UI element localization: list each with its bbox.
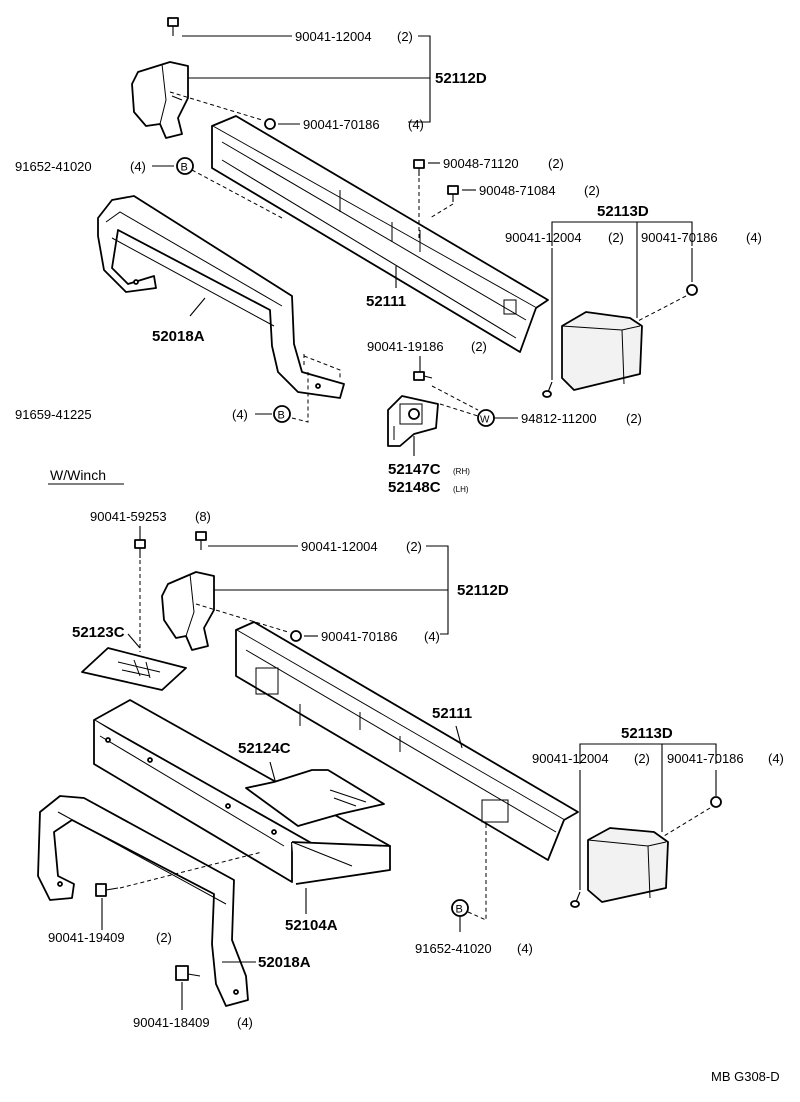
qty-91652-41020-lower: (4) (517, 941, 533, 956)
w-marker-letter: W (480, 415, 490, 426)
bolt-90048-71120-icon (413, 159, 425, 176)
reinforcement-52111-top (211, 115, 549, 353)
label-90041-12004-top: 90041-12004 (295, 29, 372, 44)
label-90041-19186: 90041-19186 (367, 339, 444, 354)
bolt-90041-59253-icon (134, 539, 146, 558)
qty-90041-12004-top: (2) (397, 29, 413, 44)
qty-90048-71120: (2) (548, 156, 564, 171)
bracket-52147C-52148C (387, 395, 439, 447)
qty-91652-41020-top: (4) (130, 159, 146, 174)
nut-90041-70186-right-top-icon (686, 284, 698, 296)
reinforcement-52111-lower (235, 621, 579, 861)
label-52148C: 52148C (388, 479, 441, 496)
skid-plate-52123C (81, 647, 187, 691)
nut-90041-70186-lower-icon (290, 630, 302, 642)
qty-90041-19186: (2) (471, 339, 487, 354)
bolt-90048-71084-icon (447, 185, 459, 202)
side-52148C: (LH) (453, 485, 469, 494)
label-90041-70186-right-lower: 90041-70186 (667, 751, 744, 766)
b-marker-1-letter: B (181, 162, 188, 174)
b-marker-lower-letter: B (456, 904, 463, 916)
label-90041-70186-right-top: 90041-70186 (641, 230, 718, 245)
label-52112D-top: 52112D (435, 70, 487, 87)
bolt-90041-19409-icon (95, 883, 119, 897)
footer-code: MB G308-D (711, 1069, 780, 1084)
bolt-90041-19186-icon (413, 371, 433, 381)
label-52112D-lower: 52112D (457, 582, 509, 599)
section-title-w-winch: W/Winch (50, 467, 106, 483)
label-90041-12004-right-lower: 90041-12004 (532, 751, 609, 766)
label-91659-41225: 91659-41225 (15, 407, 92, 422)
qty-90041-59253: (8) (195, 509, 211, 524)
bumper-guard-52018A-top (97, 195, 345, 399)
label-52147C: 52147C (388, 461, 441, 478)
qty-90041-12004-lower: (2) (406, 539, 422, 554)
qty-94812-11200: (2) (626, 411, 642, 426)
bolt-90041-12004-top-icon (167, 17, 179, 36)
end-cap-52112D-lower (161, 571, 215, 651)
b-marker-2-icon (273, 405, 291, 423)
skid-plate-52124C (245, 769, 385, 827)
label-90041-18409: 90041-18409 (133, 1015, 210, 1030)
qty-91659-41225: (4) (232, 407, 248, 422)
b-marker-2-letter: B (278, 410, 285, 422)
side-52147C: (RH) (453, 467, 470, 476)
qty-90041-12004-right-lower: (2) (634, 751, 650, 766)
label-90041-70186-top: 90041-70186 (303, 117, 380, 132)
end-cap-52113D-lower (587, 827, 669, 903)
qty-90041-19409: (2) (156, 930, 172, 945)
qty-90041-12004-right-top: (2) (608, 230, 624, 245)
label-90041-19409: 90041-19409 (48, 930, 125, 945)
label-52104A: 52104A (285, 917, 338, 934)
nut-90041-70186-top-icon (264, 118, 276, 130)
bumper-guard-52018A-lower (37, 795, 249, 1007)
qty-90041-70186-top: (4) (408, 117, 424, 132)
label-90041-12004-right-top: 90041-12004 (505, 230, 582, 245)
bolt-90041-12004-right-top-icon (542, 381, 553, 398)
bolt-90041-12004-lower-icon (195, 531, 207, 550)
bolt-90041-12004-right-lower-icon (570, 891, 581, 908)
label-52018A-lower: 52018A (258, 954, 311, 971)
label-90048-71120: 90048-71120 (443, 156, 519, 171)
end-cap-52113D-top (561, 311, 643, 391)
qty-90041-70186-right-top: (4) (746, 230, 762, 245)
qty-90041-70186-lower: (4) (424, 629, 440, 644)
label-52111-top: 52111 (366, 293, 406, 310)
label-91652-41020-top: 91652-41020 (15, 159, 92, 174)
label-52124C: 52124C (238, 740, 291, 757)
label-90041-59253: 90041-59253 (90, 509, 167, 524)
label-90048-71084: 90048-71084 (479, 183, 556, 198)
label-52111-lower: 52111 (432, 705, 472, 722)
label-90041-70186-lower: 90041-70186 (321, 629, 398, 644)
bolt-90041-18409-icon (175, 965, 201, 981)
nut-90041-70186-right-lower-icon (710, 796, 722, 808)
label-94812-11200: 94812-11200 (521, 411, 597, 426)
label-52018A-top: 52018A (152, 328, 205, 345)
label-91652-41020-lower: 91652-41020 (415, 941, 492, 956)
qty-90048-71084: (2) (584, 183, 600, 198)
winch-mount-52104A (93, 699, 391, 885)
label-52123C: 52123C (72, 624, 125, 641)
b-marker-1-icon (176, 157, 194, 175)
label-52113D-top: 52113D (597, 203, 649, 220)
qty-90041-70186-right-lower: (4) (768, 751, 784, 766)
label-52113D-lower: 52113D (621, 725, 673, 742)
label-90041-12004-lower: 90041-12004 (301, 539, 378, 554)
qty-90041-18409: (4) (237, 1015, 253, 1030)
end-cap-52112D-top (131, 61, 189, 139)
